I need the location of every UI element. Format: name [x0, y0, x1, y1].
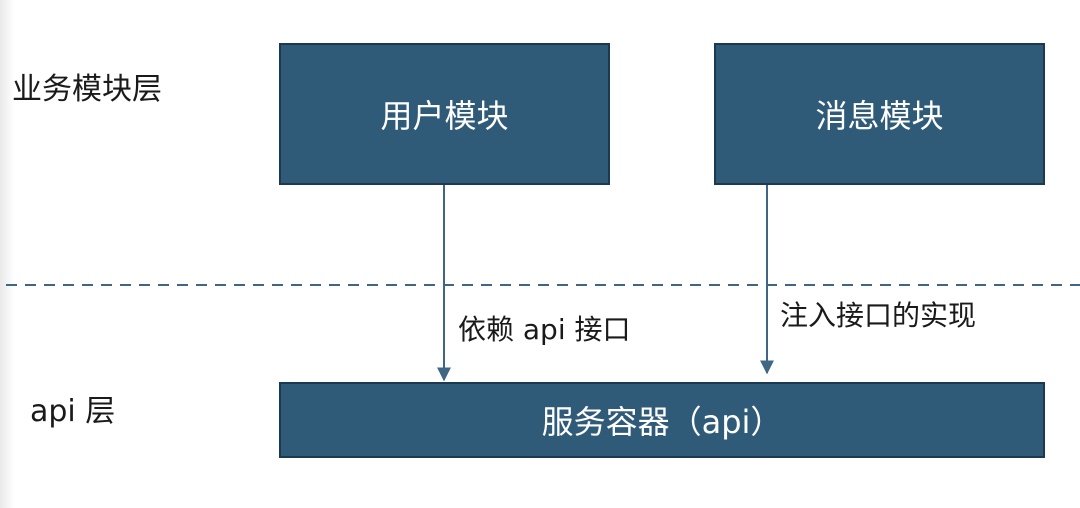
left-edge-shade — [0, 0, 14, 508]
service-container-box: 服务容器（api） — [279, 382, 1045, 458]
depend-label: 依赖 api 接口 — [458, 313, 631, 346]
business-layer-label: 业务模块层 — [12, 72, 162, 107]
inject-label: 注入接口的实现 — [780, 299, 977, 332]
user-module-box: 用户模块 — [279, 43, 610, 185]
message-module-box: 消息模块 — [714, 43, 1045, 185]
api-layer-label: api 层 — [30, 394, 116, 429]
